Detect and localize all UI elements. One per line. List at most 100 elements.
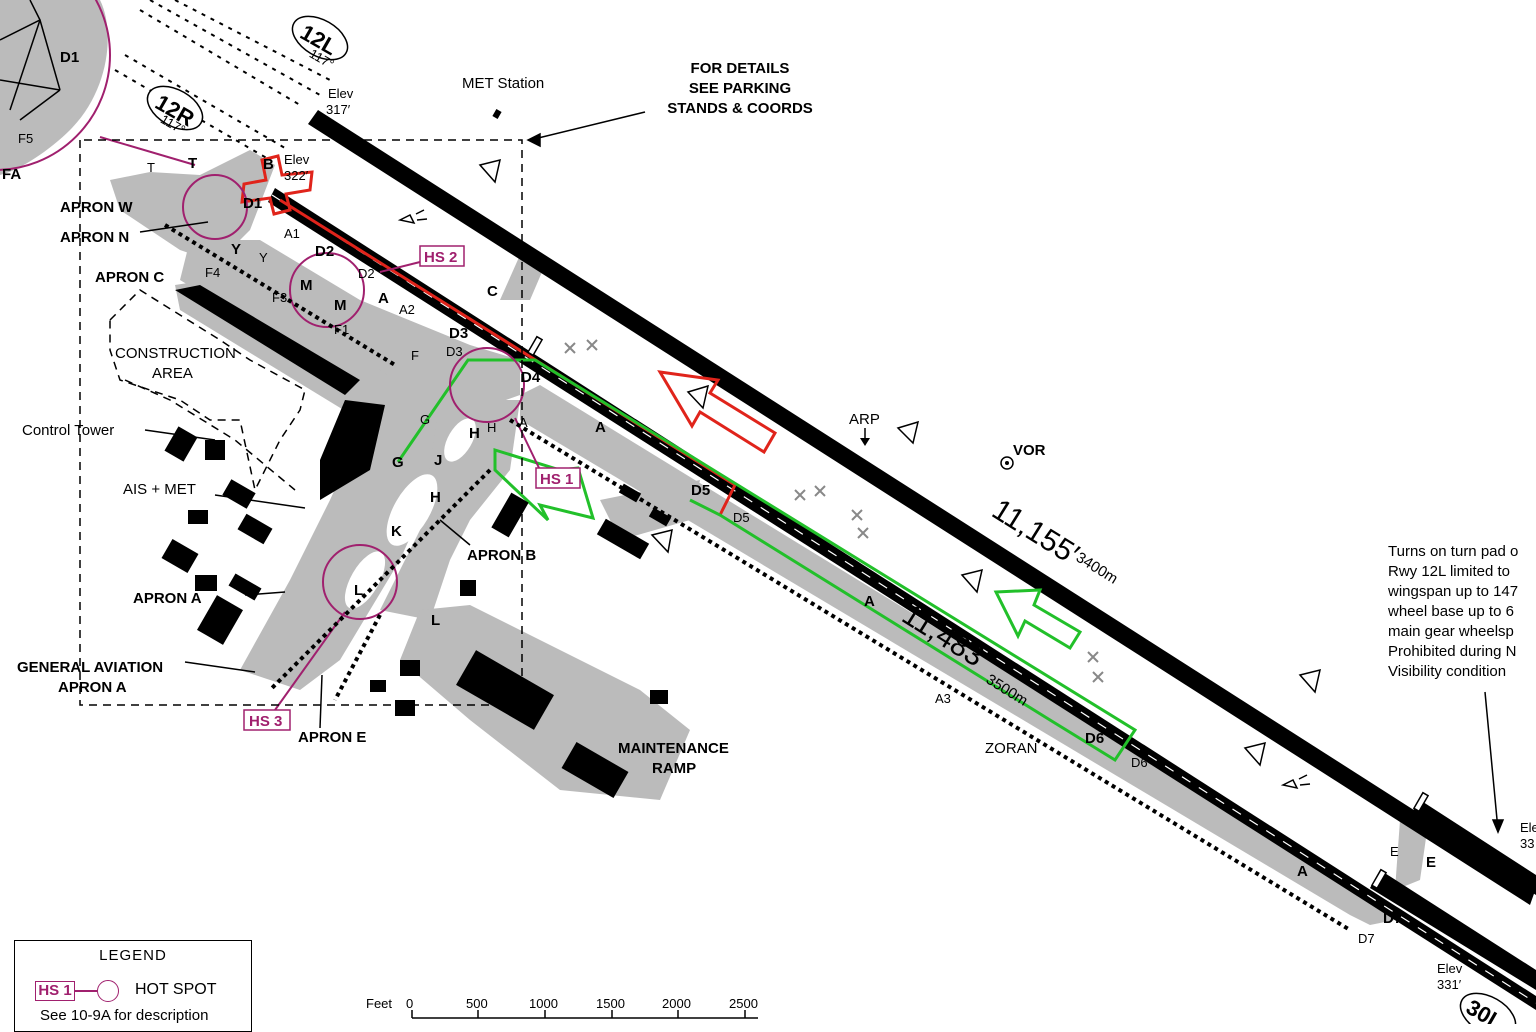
ais-met-label: AIS + MET [123, 481, 196, 498]
twy-d1-top: D1 [60, 49, 79, 66]
elev-12R: 322′ [284, 168, 309, 183]
twy-h2: H [487, 420, 496, 435]
elev-word-12L: Elev [328, 86, 354, 101]
vor-label: VOR [1013, 442, 1046, 459]
apron-c-label: APRON C [95, 269, 164, 286]
elev-word-30R: Elev [1520, 820, 1536, 835]
construction-label-1: CONSTRUCTION [115, 345, 236, 362]
note-line-3: wingspan up to 147 [1388, 583, 1519, 600]
twy-d7b: D7 [1358, 931, 1375, 946]
hotspot-1-label: HS 1 [540, 471, 573, 488]
legend-title: LEGEND [99, 947, 167, 964]
twy-l1: L [354, 582, 363, 599]
twy-y2: Y [259, 250, 268, 265]
twy-d7: D7 [1383, 910, 1402, 927]
vor-icon [1000, 456, 1014, 470]
hold-bars [526, 335, 1430, 890]
legend-description: See 10-9A for description [40, 1007, 209, 1024]
twy-t1: T [147, 160, 155, 175]
elev-30L: 331′ [1437, 977, 1462, 992]
twy-d3: D3 [449, 325, 468, 342]
twy-d6: D6 [1085, 730, 1104, 747]
approach-circle-d1 [0, 0, 111, 175]
taxiway-edge-dots [163, 223, 1352, 932]
hotspot-2-label: HS 2 [424, 249, 457, 266]
note-line-7: Visibility condition [1388, 663, 1507, 680]
construction-label-2: AREA [152, 365, 193, 382]
legend-hotspot-circle-icon [97, 980, 119, 1002]
note-line-2: Rwy 12L limited to [1388, 563, 1510, 580]
apron-a-label: APRON A [133, 590, 202, 607]
twy-d4: D4 [521, 369, 541, 386]
elev-30R: 33 [1520, 836, 1534, 851]
arp-label: ARP [849, 411, 880, 428]
hotspot-3-label: HS 3 [249, 713, 282, 730]
met-station-label: MET Station [462, 75, 544, 92]
twy-l2: L [431, 612, 440, 629]
elev-12L: 317′ [326, 102, 351, 117]
rwy-long-meters: 3400m [1073, 549, 1121, 588]
twy-y1: Y [231, 241, 241, 258]
wind-icons [397, 209, 1311, 790]
apron-b-label: APRON B [467, 547, 536, 564]
apron-islands [344, 418, 476, 609]
scale-tick-2000: 2000 [662, 996, 691, 1011]
twy-d5: D5 [691, 482, 710, 499]
maintenance-label-1: MAINTENANCE [618, 740, 729, 757]
twy-k: K [391, 523, 402, 540]
twy-c: C [487, 283, 498, 300]
elev-word-30L: Elev [1437, 961, 1463, 976]
apron-e-label: APRON E [298, 729, 366, 746]
runway-12R-30L [268, 188, 1536, 1010]
legend-hotspot-tag: HS 1 [35, 981, 75, 1001]
labels: 12L 117° 12R 117° 30L Elev 317′ Elev 322… [2, 20, 1536, 1024]
maintenance-label-2: RAMP [652, 760, 696, 777]
twy-e1: E [1390, 844, 1399, 859]
construction-boundary [79, 139, 523, 706]
twy-a3: A3 [935, 691, 951, 706]
twy-m2: M [334, 297, 347, 314]
scale-tick-0: 0 [406, 996, 413, 1011]
twy-d5b: D5 [733, 510, 750, 525]
scale-tick-1000: 1000 [529, 996, 558, 1011]
twy-b: B [263, 156, 274, 173]
scale-feet-label: Feet [366, 996, 392, 1011]
twy-f3: F3 [272, 290, 287, 305]
runway-12L-30R [308, 110, 1536, 905]
apron-w-label: APRON W [60, 199, 133, 216]
twy-d1: D1 [243, 195, 262, 212]
twy-e2: E [1426, 854, 1436, 871]
runway-designators [146, 15, 1517, 1024]
ga-label-2: APRON A [58, 679, 127, 696]
ga-label-1: GENERAL AVIATION [17, 659, 163, 676]
scale-bar [411, 1010, 758, 1019]
hotspot-circles [99, 136, 541, 711]
twy-g2: G [392, 454, 404, 471]
control-tower-label: Control Tower [22, 422, 114, 439]
buildings [161, 285, 672, 798]
note-line-5: main gear wheelsp [1388, 623, 1514, 640]
met-station-marker [492, 109, 502, 119]
threshold-marks [114, 0, 331, 161]
crossed-markers [564, 339, 1104, 683]
legend-connector [75, 990, 97, 992]
note-line-6: Prohibited during N [1388, 643, 1517, 660]
scale-tick-2500: 2500 [729, 996, 758, 1011]
scale-tick-500: 500 [466, 996, 488, 1011]
note-line-1: Turns on turn pad o [1388, 543, 1519, 560]
twy-d6b: D6 [1131, 755, 1148, 770]
details-line3: STANDS & COORDS [667, 100, 813, 117]
twy-a: A [378, 290, 389, 307]
details-line1: FOR DETAILS [691, 60, 790, 77]
apron-n-label: APRON N [60, 229, 129, 246]
twy-h1: H [469, 425, 480, 442]
twy-a-low: A [864, 593, 875, 610]
twy-h3: H [430, 489, 441, 506]
elev-word-12R: Elev [284, 152, 310, 167]
twy-g1: G [420, 412, 430, 427]
twy-d3b: D3 [446, 344, 463, 359]
zoran-label: ZORAN [985, 740, 1038, 757]
twy-a2: A2 [399, 302, 415, 317]
note-line-4: wheel base up to 6 [1388, 603, 1514, 620]
